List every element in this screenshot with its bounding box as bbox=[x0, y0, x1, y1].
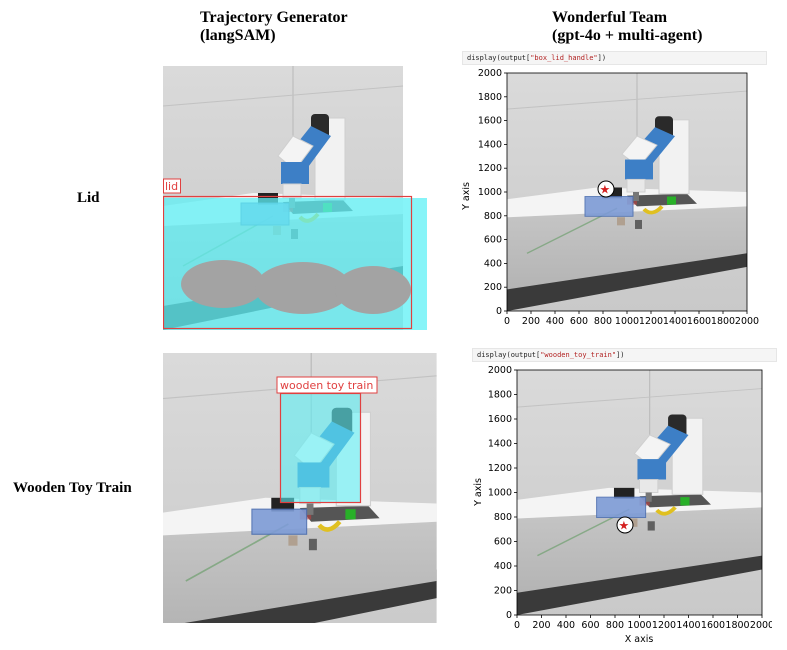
y-tick-label: 600 bbox=[484, 235, 502, 246]
segment-label-train: wooden toy train bbox=[280, 379, 373, 392]
left-column-header: Trajectory Generator (langSAM) bbox=[200, 9, 348, 45]
row-label-lid: Lid bbox=[77, 190, 100, 206]
y-tick-label: 600 bbox=[494, 537, 512, 548]
x-tick-label: 1200 bbox=[652, 620, 676, 631]
right-column-header: Wonderful Team (gpt-4o + multi-agent) bbox=[552, 9, 702, 45]
x-tick-label: 1400 bbox=[676, 620, 700, 631]
x-tick-label: 1400 bbox=[663, 316, 687, 327]
langsam-lid-image: lid bbox=[163, 66, 427, 330]
x-tick-label: 600 bbox=[581, 620, 599, 631]
wonderful-lid-plot: 0020020040040060060080080010001000120012… bbox=[462, 68, 759, 327]
code-cell-lid: display(output["box_lid_handle"]) bbox=[462, 51, 767, 65]
y-tick-label: 1000 bbox=[488, 488, 512, 499]
code-suffix: ]) bbox=[597, 54, 607, 62]
row-label-wooden-toy-train: Wooden Toy Train bbox=[13, 480, 132, 496]
star-marker-icon: ★ bbox=[619, 519, 630, 533]
y-tick-label: 800 bbox=[484, 211, 502, 222]
y-tick-label: 1800 bbox=[488, 390, 512, 401]
x-tick-label: 1200 bbox=[639, 316, 663, 327]
y-tick-label: 1600 bbox=[488, 414, 512, 425]
y-tick-label: 200 bbox=[494, 586, 512, 597]
y-tick-label: 1400 bbox=[488, 439, 512, 450]
x-tick-label: 1000 bbox=[615, 316, 639, 327]
star-marker-icon: ★ bbox=[600, 183, 611, 197]
y-axis-label: Y axis bbox=[473, 478, 484, 507]
y-tick-label: 1200 bbox=[478, 163, 502, 174]
y-tick-label: 2000 bbox=[478, 68, 502, 79]
axes-train: 0020020040040060060080080010001000120012… bbox=[488, 365, 772, 631]
y-tick-label: 2000 bbox=[488, 365, 512, 376]
left-header-line2: (langSAM) bbox=[200, 27, 276, 44]
x-tick-label: 800 bbox=[594, 316, 612, 327]
y-axis-label: Y axis bbox=[462, 182, 472, 211]
x-tick-label: 2000 bbox=[750, 620, 772, 631]
langsam-train-image: wooden toy train bbox=[163, 353, 438, 623]
x-tick-label: 400 bbox=[546, 316, 564, 327]
x-tick-label: 600 bbox=[570, 316, 588, 327]
wonderful-train-plot: 0020020040040060060080080010001000120012… bbox=[473, 365, 772, 645]
x-axis-label: X axis bbox=[625, 634, 654, 645]
x-tick-label: 0 bbox=[504, 316, 510, 327]
x-tick-label: 2000 bbox=[735, 316, 759, 327]
y-tick-label: 0 bbox=[506, 610, 512, 621]
y-tick-label: 0 bbox=[496, 306, 502, 317]
y-tick-label: 400 bbox=[494, 561, 512, 572]
y-tick-label: 200 bbox=[484, 282, 502, 293]
code-prefix: display(output[ bbox=[477, 351, 541, 359]
code-cell-train: display(output["wooden_toy_train"]) bbox=[472, 348, 777, 362]
y-tick-label: 400 bbox=[484, 258, 502, 269]
x-tick-label: 200 bbox=[532, 620, 550, 631]
x-tick-label: 1600 bbox=[687, 316, 711, 327]
code-suffix: ]) bbox=[616, 351, 625, 359]
code-prefix: display(output[ bbox=[467, 54, 531, 62]
x-tick-label: 1600 bbox=[701, 620, 725, 631]
right-header-line1: Wonderful Team bbox=[552, 9, 668, 26]
x-tick-label: 800 bbox=[606, 620, 624, 631]
y-tick-label: 1400 bbox=[478, 139, 502, 150]
x-tick-label: 400 bbox=[557, 620, 575, 631]
y-tick-label: 1600 bbox=[478, 116, 502, 127]
x-tick-label: 0 bbox=[514, 620, 520, 631]
x-tick-label: 200 bbox=[522, 316, 540, 327]
y-tick-label: 800 bbox=[494, 512, 512, 523]
axes-lid: 0020020040040060060080080010001000120012… bbox=[478, 68, 759, 327]
x-tick-label: 1800 bbox=[725, 620, 749, 631]
code-key: "wooden_toy_train" bbox=[540, 351, 617, 359]
x-tick-label: 1800 bbox=[711, 316, 735, 327]
left-header-line1: Trajectory Generator bbox=[200, 9, 348, 26]
code-key: "box_lid_handle" bbox=[530, 54, 598, 62]
y-tick-label: 1000 bbox=[478, 187, 502, 198]
y-tick-label: 1200 bbox=[488, 463, 512, 474]
y-tick-label: 1800 bbox=[478, 92, 502, 103]
right-header-line2: (gpt-4o + multi-agent) bbox=[552, 27, 703, 44]
segment-label-lid: lid bbox=[165, 180, 178, 193]
x-tick-label: 1000 bbox=[627, 620, 651, 631]
